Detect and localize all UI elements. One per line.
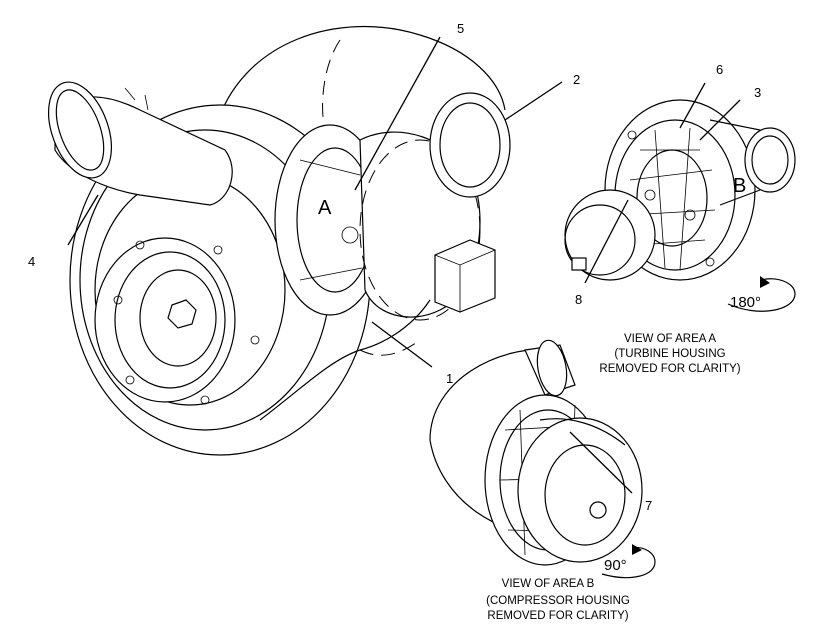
callout-6: 6: [716, 62, 723, 77]
view-b-caption-line2: (COMPRESSOR HOUSING: [486, 595, 630, 607]
callout-3: 3: [754, 85, 761, 100]
view-a-caption-line1: VIEW OF AREA A: [624, 333, 716, 345]
callout-4: 4: [28, 254, 35, 269]
view-a-caption-line3: REMOVED FOR CLARITY): [599, 363, 740, 375]
callout-5: 5: [457, 21, 464, 36]
view-a-caption-line2: (TURBINE HOUSING: [614, 348, 725, 360]
callout-8: 8: [575, 292, 582, 307]
view-b-caption-line3: REMOVED FOR CLARITY): [487, 610, 628, 622]
area-b-label: B: [733, 175, 746, 197]
leader-lines: [67, 36, 741, 494]
view-b-caption-line1: VIEW OF AREA B: [502, 578, 595, 590]
rotation-90-label: 90°: [604, 557, 627, 574]
rotation-180-label: 180°: [730, 294, 761, 311]
main-turbocharger: [48, 25, 511, 456]
area-a-label: A: [318, 197, 332, 219]
callout-1: 1: [446, 371, 453, 386]
rotation-arrow-180: [727, 276, 796, 312]
rotation-arrow-90: [601, 544, 656, 579]
callout-2: 2: [573, 72, 580, 87]
callout-7: 7: [645, 498, 652, 513]
